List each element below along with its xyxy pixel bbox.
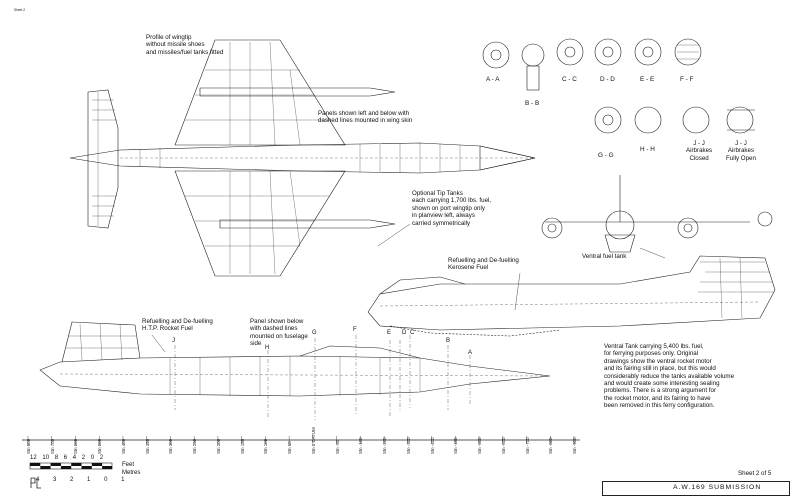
scale-metres-label: Metres — [122, 470, 141, 476]
station-marker-h: H — [265, 345, 270, 351]
section-a-a: A - A — [486, 76, 500, 83]
station-tick-label: Stn 800 — [26, 438, 31, 454]
corner-logo-icon — [30, 477, 41, 489]
ventral-fuel-tank-label: Ventral fuel tank — [582, 253, 627, 260]
kerosene-refuel-note: Refuelling and De-fuelling Kerosene Fuel — [448, 257, 519, 272]
station-tick-label: Stn 150 — [239, 438, 245, 454]
station-tick-label: Stn -500 — [477, 437, 483, 454]
feet-value: 2 — [81, 455, 86, 461]
station-tick-label: Stn -450 — [453, 437, 459, 454]
station-tick-label: Stn -800 — [548, 437, 554, 454]
section-b-b: B - B — [525, 100, 540, 107]
station-tick-label: Stn -900 — [572, 437, 577, 454]
feet-value: 10 — [42, 455, 50, 461]
submission-title: A.W.169 SUBMISSION — [673, 484, 762, 491]
station-tick-label: Stn -200 — [382, 437, 388, 454]
airbrakes-open-label: J - J Airbrakes Fully Open — [726, 140, 756, 162]
metres-value: 3 — [53, 477, 57, 483]
station-marker-b: B — [446, 338, 451, 344]
station-tick-label: Stn 200 — [215, 438, 221, 454]
ventral-tank-note: Ventral Tank carrying 5,400 lbs. fuel, f… — [604, 343, 735, 410]
station-ruler — [22, 436, 580, 444]
station-tick-label: Stn -400 — [429, 437, 435, 454]
station-marker-a: A — [468, 350, 473, 356]
station-tick-label: Stn -300 — [405, 437, 411, 454]
cross-sections — [482, 38, 755, 134]
metres-value: 4 — [36, 477, 40, 483]
section-e-e: E - E — [640, 76, 655, 83]
section-h-h: H - H — [640, 146, 655, 153]
tip-tanks-note: Optional Tip Tanks each carrying 1,700 l… — [412, 190, 492, 227]
feet-value: 4 — [72, 455, 77, 461]
wingtip-profile-note: Profile of wingtip without missile shoes… — [146, 34, 224, 56]
station-marker-c: C — [410, 330, 415, 336]
scale-feet-values: 12 10 8 6 4 2 0 2 — [30, 455, 103, 461]
station-tick-label: Stn -100 — [358, 437, 364, 454]
feet-value: 2 — [99, 455, 104, 461]
scale-feet-label: Feet — [122, 462, 135, 468]
station-marker-e: E — [387, 330, 392, 336]
metres-value: 2 — [70, 477, 74, 483]
station-tick-label: Stn 300 — [168, 438, 174, 454]
corner-tag: Sheet 2 — [14, 8, 25, 12]
station-tick-label: Stn 600 — [73, 438, 79, 454]
feet-value: 0 — [90, 455, 95, 461]
scale-metres-values: 4 3 2 1 0 1 — [36, 477, 124, 483]
metres-value: 1 — [121, 477, 125, 483]
title-block: A.W.169 SUBMISSION — [602, 481, 790, 496]
metres-value: 0 — [104, 477, 108, 483]
scale-bar — [29, 462, 113, 470]
station-tick-label: Stn 250 — [192, 438, 198, 454]
panel-fuselage-note: Panel shown below with dashed lines moun… — [250, 318, 308, 348]
station-tick-label: Stn 0 DATUM — [310, 427, 316, 454]
side-view-main — [39, 321, 551, 397]
station-tick-label: Stn 50 — [287, 441, 293, 454]
sheet-number: Sheet 2 of 5 — [738, 470, 772, 477]
feet-value: 6 — [63, 455, 68, 461]
station-tick-label: Stn -50 — [334, 439, 340, 454]
station-tick-label: Stn 400 — [120, 438, 126, 454]
station-tick-label: Stn -600 — [500, 437, 506, 454]
airbrakes-closed-label: J - J Airbrakes Closed — [686, 140, 713, 162]
feet-value: 8 — [54, 455, 59, 461]
station-marker-d: D — [402, 330, 407, 336]
station-marker-g: G — [312, 330, 317, 336]
station-marker-f: F — [353, 327, 357, 333]
station-tick-label: Stn 100 — [263, 438, 269, 454]
station-tick-label: Stn 350 — [144, 438, 150, 454]
panels-wing-note: Panels shown left and below with dashed … — [318, 110, 413, 125]
station-tick-label: Stn -700 — [524, 437, 530, 454]
station-marker-j: J — [172, 338, 175, 344]
section-g-g: G - G — [598, 152, 614, 159]
metres-value: 1 — [87, 477, 91, 483]
section-c-c: C - C — [562, 76, 577, 83]
station-lines — [174, 335, 471, 420]
leader-lines — [151, 223, 666, 353]
front-view — [541, 175, 773, 253]
plan-view — [69, 39, 536, 277]
section-d-d: D - D — [600, 76, 615, 83]
htp-refuel-note: Refuelling and De-fuelling H.T.P. Rocket… — [142, 318, 213, 333]
station-tick-label: Stn 500 — [97, 438, 103, 454]
side-view-ventral-tank — [367, 255, 776, 337]
section-f-f: F - F — [680, 76, 694, 83]
feet-value: 12 — [30, 455, 37, 461]
station-tick-label: Stn 700 — [49, 438, 55, 454]
